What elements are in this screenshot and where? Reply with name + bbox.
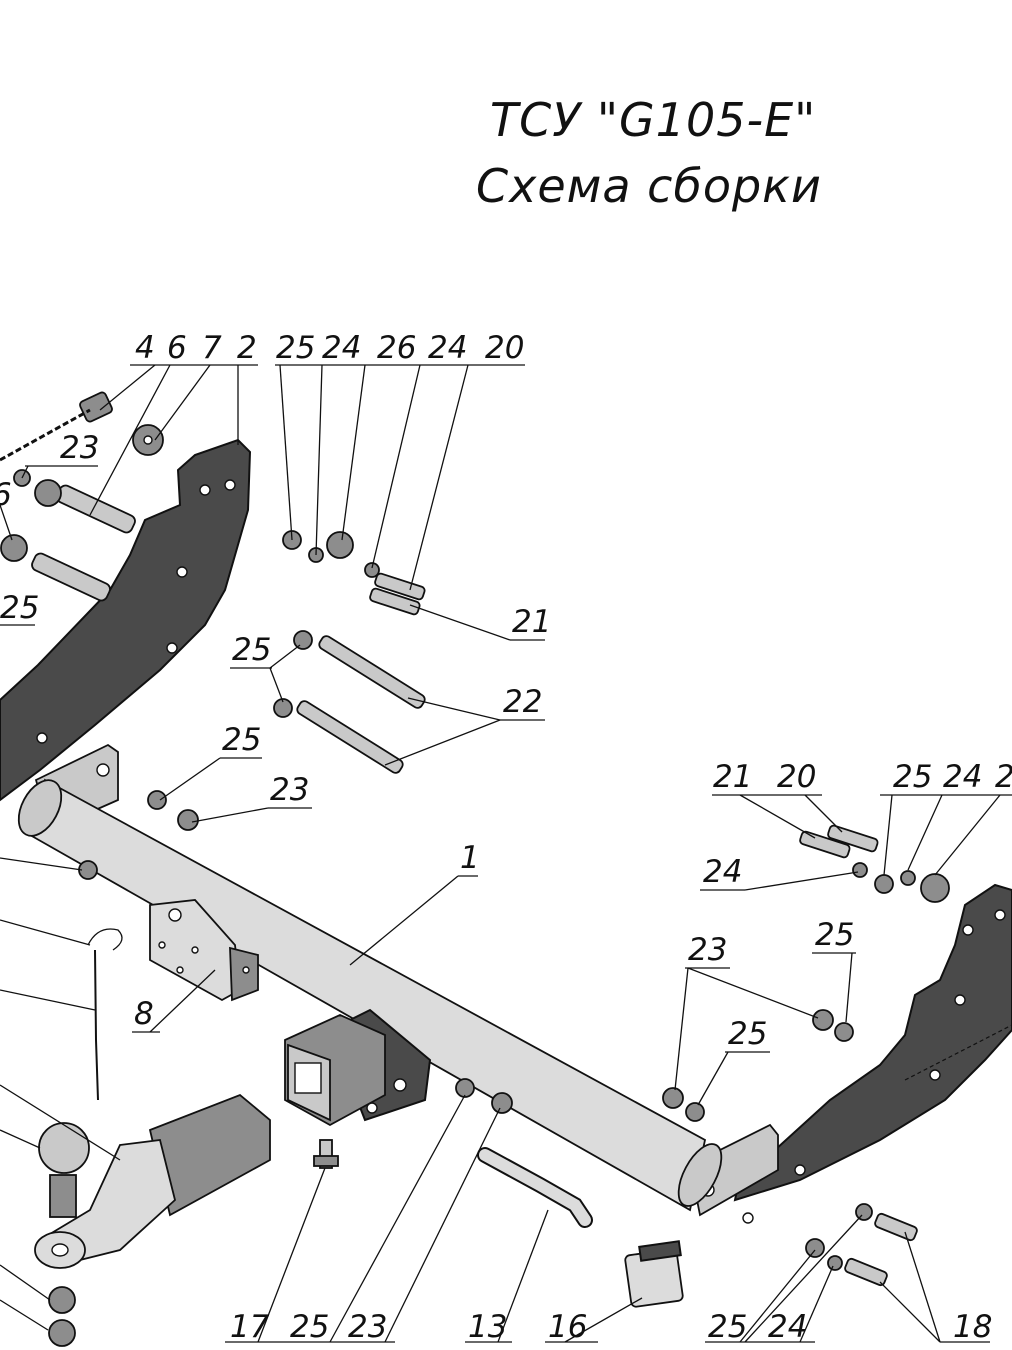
callout-20-right: 20 <box>777 759 816 795</box>
callout-labels: 4 6 7 2 25 24 26 24 20 23 6 25 21 25 22 … <box>0 330 1012 1345</box>
callout-24-b: 24 <box>428 330 467 366</box>
callout-23-bottom: 23 <box>348 1309 387 1345</box>
callout-8: 8 <box>134 996 154 1032</box>
callout-16: 16 <box>548 1309 587 1345</box>
callout-4: 4 <box>135 330 155 366</box>
callout-17: 17 <box>230 1309 270 1345</box>
callout-20: 20 <box>485 330 524 366</box>
callout-21-right: 21 <box>713 759 752 795</box>
callout-24-right-low: 24 <box>703 854 742 890</box>
callout-21-upper: 21 <box>512 604 551 640</box>
title-line-2: Схема сборки <box>476 159 822 213</box>
leader-lines <box>0 364 1012 1343</box>
callout-23-upper-left: 23 <box>60 430 99 466</box>
callout-18: 18 <box>953 1309 992 1345</box>
callout-25-bottom-b: 25 <box>708 1309 747 1345</box>
callout-22: 22 <box>503 684 542 720</box>
callout-25-mid-b: 25 <box>222 722 261 758</box>
callout-1: 1 <box>460 840 480 876</box>
title-line-1: ТСУ "G105-E" <box>490 93 816 147</box>
electrical-socket-plate <box>149 899 259 1002</box>
tow-ball <box>38 1122 90 1218</box>
callout-2: 2 <box>237 330 257 366</box>
callout-25-right: 25 <box>893 759 932 795</box>
callout-24: 24 <box>322 330 361 366</box>
callout-25-mid-a: 25 <box>232 632 271 668</box>
callout-25-right-low: 25 <box>728 1016 767 1052</box>
callout-24-right: 24 <box>943 759 982 795</box>
callout-25-right-mid: 25 <box>815 917 854 953</box>
callout-26: 26 <box>377 330 416 366</box>
ball-mount-bar <box>34 1093 271 1269</box>
left-mounting-bracket <box>0 438 252 802</box>
callout-25-bottom-a: 25 <box>290 1309 329 1345</box>
hardware-bolts <box>0 391 918 1308</box>
callout-13: 13 <box>468 1309 507 1345</box>
right-mounting-bracket <box>733 883 1012 1224</box>
callout-24-bottom: 24 <box>768 1309 807 1345</box>
callout-7: 7 <box>202 330 222 366</box>
callout-25-left: 25 <box>0 590 39 626</box>
callout-2-right-partial: 2 <box>995 759 1012 795</box>
callout-6-partial: 6 <box>0 477 12 513</box>
callout-25: 25 <box>276 330 315 366</box>
receiver-hitch-box <box>284 1008 432 1127</box>
callout-6: 6 <box>167 330 187 366</box>
main-crossbar-tube <box>17 743 779 1217</box>
callout-23-right: 23 <box>688 932 727 968</box>
callout-23-mid: 23 <box>270 772 309 808</box>
